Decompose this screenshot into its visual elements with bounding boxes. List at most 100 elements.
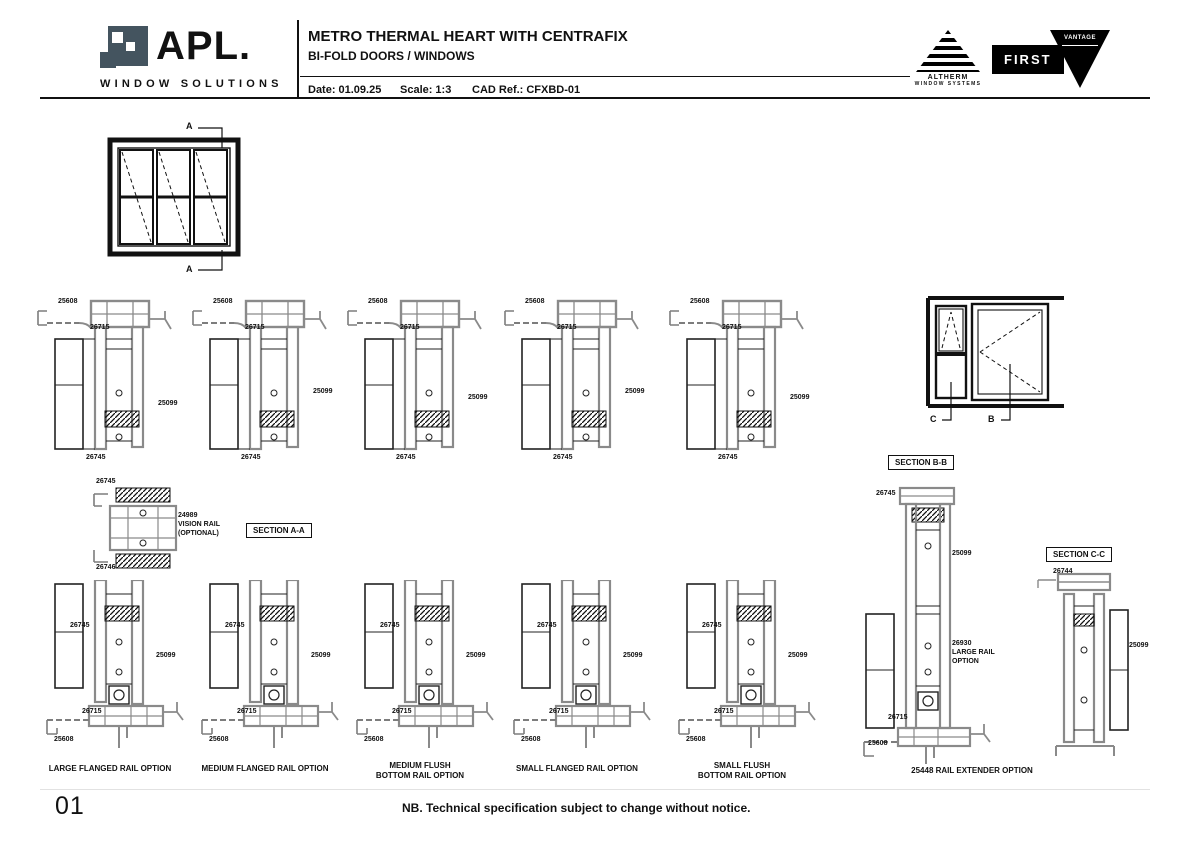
part-number: 25608 xyxy=(868,740,888,747)
head-section-drawing xyxy=(346,299,483,451)
part-number: 26715 xyxy=(714,708,734,715)
sidelight-elevation-drawing xyxy=(926,296,1066,422)
head-section-drawing xyxy=(668,299,805,451)
title-underline xyxy=(300,76,910,77)
part-number: 26745 xyxy=(876,490,896,497)
apl-brand-block: APL. WINDOW SOLUTIONS xyxy=(100,26,300,90)
part-number: 24989 xyxy=(178,512,198,519)
part-number: 26745 xyxy=(70,622,90,629)
elevation-sidelight: C B xyxy=(918,286,1068,436)
sill-section-detail-2: 26745 25099 26715 25608 MEDIUM FLANGED R… xyxy=(185,578,345,783)
section-cc-label: SECTION C-C xyxy=(1046,547,1112,562)
vision-rail-note: VISION RAIL xyxy=(178,521,221,528)
section-marker-c: C xyxy=(930,414,937,424)
part-number: 25099 xyxy=(623,652,643,659)
head-section-drawing xyxy=(503,299,640,451)
rail-extender-caption: 25448 RAIL EXTENDER OPTION xyxy=(911,766,1033,775)
bifold-elevation-drawing xyxy=(100,118,250,278)
part-number: 26715 xyxy=(722,324,742,331)
sill-section-drawing xyxy=(512,580,652,750)
part-number: 26930 xyxy=(952,640,972,647)
section-marker-a-bottom: A xyxy=(186,264,193,274)
head-section-drawing xyxy=(36,299,173,451)
altherm-triangle-icon xyxy=(916,30,980,72)
cad-ref-label: CAD Ref.: xyxy=(472,84,524,96)
head-section-drawing xyxy=(191,299,328,451)
altherm-subtext: WINDOW SYSTEMS xyxy=(914,81,982,87)
scale-value: 1:3 xyxy=(435,84,452,96)
part-number: 25608 xyxy=(58,298,78,305)
vantage-name: VANTAGE xyxy=(1064,35,1096,41)
sill-section-detail-1: 26745 25099 26715 25608 LARGE FLANGED RA… xyxy=(30,578,190,783)
head-section-detail-4: 25608 26715 25099 26745 xyxy=(497,288,657,468)
sill-section-drawing xyxy=(355,580,495,750)
part-number: 26715 xyxy=(557,324,577,331)
part-number: 26715 xyxy=(82,708,102,715)
part-number: 26745 xyxy=(225,622,245,629)
section-cc-detail: 26744 25099 xyxy=(1025,566,1165,766)
date-label: Date: xyxy=(308,84,336,96)
cad-ref-field: CAD Ref.:CFXBD-01 xyxy=(472,84,580,96)
section-bb-drawing xyxy=(862,486,992,766)
part-number: 25608 xyxy=(690,298,710,305)
apl-logo-mark xyxy=(100,26,148,74)
part-number: 26744 xyxy=(1053,568,1073,575)
part-number: 26745 xyxy=(96,478,116,485)
part-number: 25608 xyxy=(54,736,74,743)
cad-ref-value: CFXBD-01 xyxy=(526,84,581,96)
head-section-detail-1: 25608 26715 25099 26745 xyxy=(30,288,190,468)
part-number: 25608 xyxy=(521,736,541,743)
part-number: 25099 xyxy=(788,652,808,659)
part-number: 25099 xyxy=(790,394,810,401)
part-number: 25099 xyxy=(313,388,333,395)
part-number: 25099 xyxy=(311,652,331,659)
part-number: 26715 xyxy=(90,324,110,331)
part-number: 26715 xyxy=(245,324,265,331)
scale-label: Scale: xyxy=(400,84,433,96)
part-number: 25608 xyxy=(209,736,229,743)
rail-option-caption: MEDIUM FLUSH BOTTOM RAIL OPTION xyxy=(375,761,465,780)
head-section-detail-3: 25608 26715 25099 26745 xyxy=(340,288,500,468)
sill-section-drawing xyxy=(200,580,340,750)
section-cc-drawing xyxy=(1036,572,1130,758)
header-divider xyxy=(297,20,299,97)
part-number: 25099 xyxy=(952,550,972,557)
part-number: 25099 xyxy=(156,652,176,659)
part-number: 25099 xyxy=(1129,642,1149,649)
rail-option-caption: SMALL FLANGED RAIL OPTION xyxy=(516,764,638,773)
section-bb-label: SECTION B-B xyxy=(888,455,954,470)
date-value: 01.09.25 xyxy=(338,84,382,96)
head-section-detail-2: 25608 26715 25099 26745 xyxy=(185,288,345,468)
elevation-bifold: A A xyxy=(100,118,250,278)
part-number: 26715 xyxy=(400,324,420,331)
part-number: 26745 xyxy=(537,622,557,629)
sill-section-detail-4: 26745 25099 26715 25608 SMALL FLANGED RA… xyxy=(497,578,657,783)
part-number: 26745 xyxy=(241,454,261,461)
sill-section-detail-5: 26745 25099 26715 25608 SMALL FLUSH BOTT… xyxy=(662,578,822,783)
rail-option-note: LARGE RAIL xyxy=(952,649,995,656)
section-aa-label: SECTION A-A xyxy=(246,523,312,538)
part-number: 26745 xyxy=(396,454,416,461)
part-number: 25099 xyxy=(625,388,645,395)
part-number: 26745 xyxy=(86,454,106,461)
sill-section-drawing xyxy=(45,580,185,750)
part-number: 25099 xyxy=(468,394,488,401)
footer-note: NB. Technical specification subject to c… xyxy=(402,801,751,815)
part-number: 25099 xyxy=(158,400,178,407)
rail-option-caption: LARGE FLANGED RAIL OPTION xyxy=(48,764,172,773)
sheet-subtitle: BI-FOLD DOORS / WINDOWS xyxy=(308,49,475,63)
part-number: 26715 xyxy=(237,708,257,715)
part-number: 26715 xyxy=(549,708,569,715)
part-number: 25608 xyxy=(213,298,233,305)
part-number: 25608 xyxy=(525,298,545,305)
part-number: 25608 xyxy=(364,736,384,743)
part-number: 25099 xyxy=(466,652,486,659)
section-marker-a-top: A xyxy=(186,121,193,131)
sill-section-drawing xyxy=(677,580,817,750)
section-bb-detail: 26745 25099 26930 LARGE RAIL OPTION 2671… xyxy=(852,482,1072,782)
head-section-detail-5: 25608 26715 25099 26745 xyxy=(662,288,832,468)
part-number: 25608 xyxy=(368,298,388,305)
altherm-name: ALTHERM xyxy=(927,74,969,81)
rail-option-caption: MEDIUM FLANGED RAIL OPTION xyxy=(201,764,329,773)
scale-field: Scale:1:3 xyxy=(400,84,451,96)
